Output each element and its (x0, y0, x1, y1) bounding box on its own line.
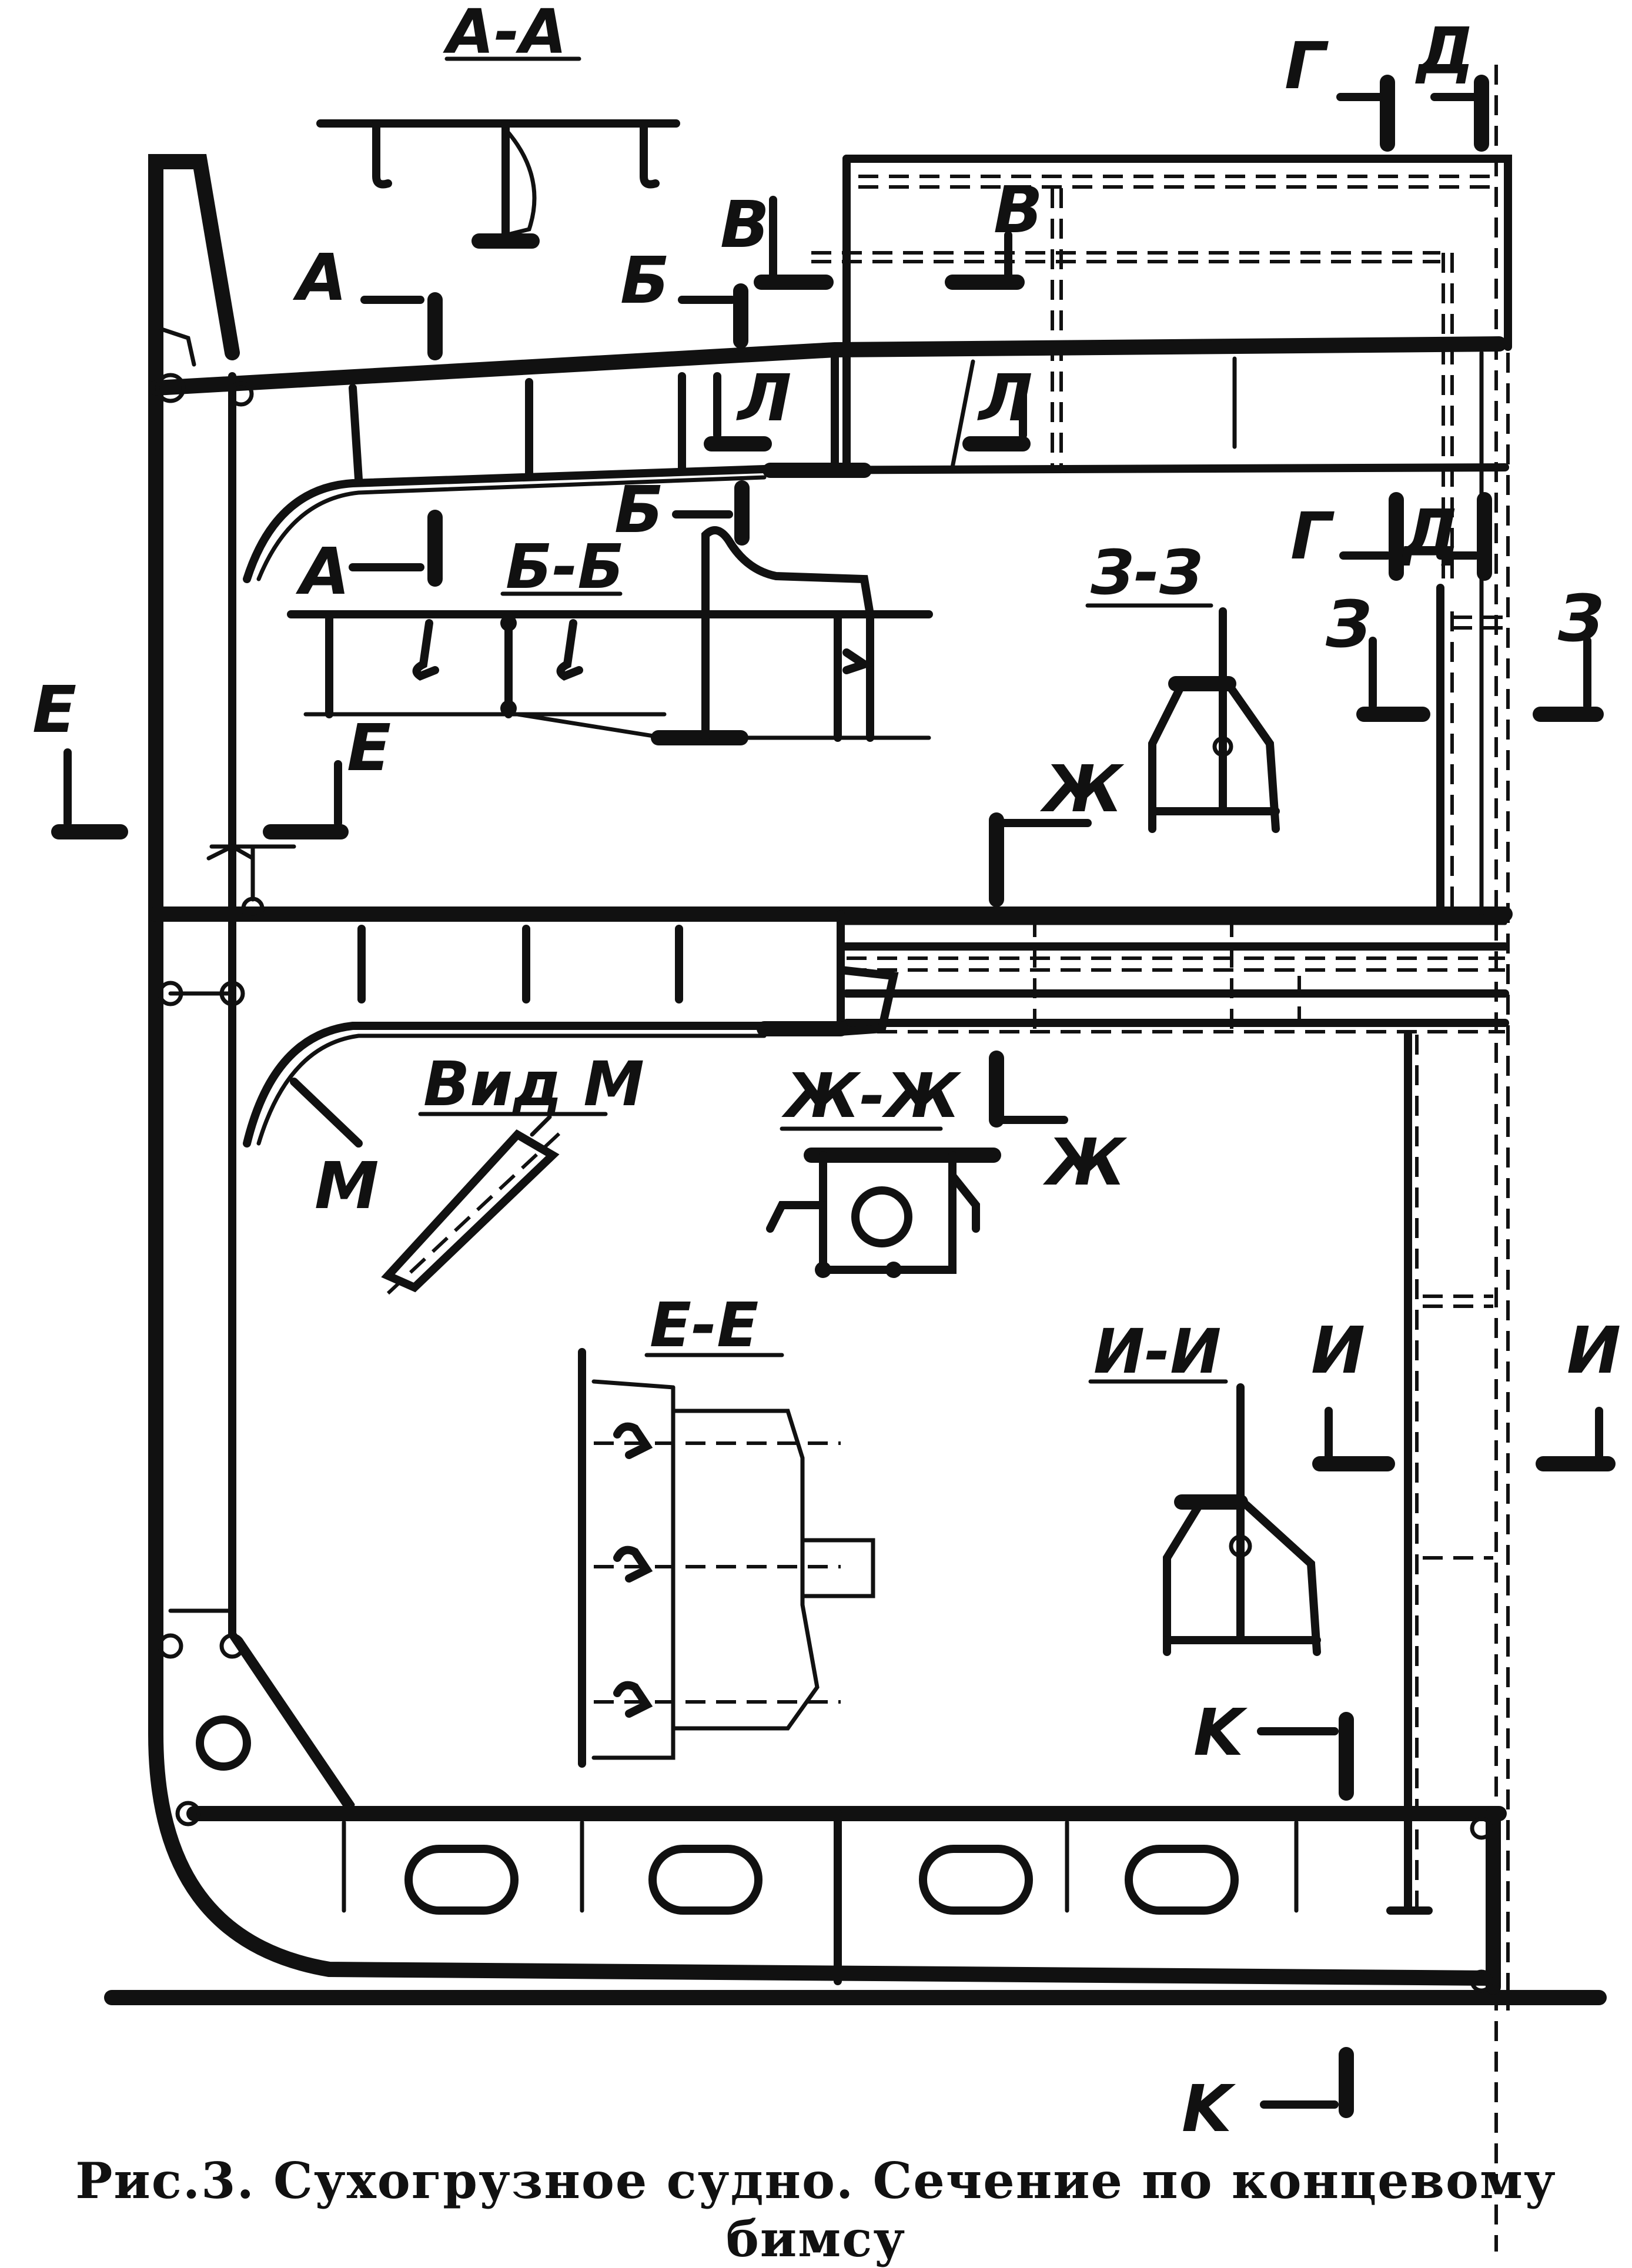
detail-zhzh: Ж-Ж (766, 1060, 1001, 1278)
svg-text:K: K (1193, 1695, 1248, 1770)
svg-text:Б: Б (614, 472, 664, 547)
svg-text:З: З (1325, 587, 1372, 662)
svg-text:A: A (295, 534, 350, 609)
svg-text:З: З (1557, 581, 1604, 656)
detail-aa: A-A (316, 0, 680, 249)
svg-text:Б-Б: Б-Б (506, 531, 624, 603)
svg-text:Вид М: Вид М (423, 1048, 644, 1120)
svg-text:Д: Д (1415, 14, 1474, 89)
svg-text:A-A: A-A (443, 0, 567, 68)
svg-text:E-E: E-E (650, 1289, 758, 1361)
svg-text:Г: Г (1290, 499, 1335, 574)
svg-text:Б: Б (620, 243, 670, 318)
detail-bb: Б-Б (287, 526, 933, 745)
svg-text:E: E (347, 710, 391, 785)
svg-text:A: A (292, 240, 347, 315)
figure-caption: Рис.3. Сухогрузное судно. Сечение по кон… (75, 2152, 1557, 2268)
section-marks: Г Д В В A A Б Б Л Л Г (32, 14, 1621, 2146)
svg-text:И-И: И-И (1093, 1316, 1221, 1387)
detail-ee: E-E (578, 1289, 875, 1768)
svg-text:E: E (32, 672, 76, 747)
hull-structure (104, 65, 1607, 2252)
view-m: Вид М (381, 1048, 644, 1295)
svg-text:И: И (1311, 1313, 1365, 1388)
svg-text:Ж: Ж (1039, 751, 1125, 827)
svg-text:В: В (720, 187, 770, 262)
svg-text:K: K (1182, 2071, 1236, 2146)
svg-text:Ж: Ж (1042, 1125, 1128, 1200)
detail-zz: З-З (1085, 537, 1280, 833)
svg-text:В: В (994, 172, 1043, 247)
svg-text:З-З: З-З (1090, 537, 1203, 608)
svg-text:И: И (1567, 1313, 1621, 1388)
svg-text:Л: Л (736, 360, 791, 436)
svg-text:Г: Г (1285, 28, 1329, 103)
detail-ii: И-И (1088, 1316, 1321, 1656)
svg-text:M: M (315, 1148, 379, 1223)
svg-text:Ж-Ж: Ж-Ж (781, 1060, 961, 1132)
